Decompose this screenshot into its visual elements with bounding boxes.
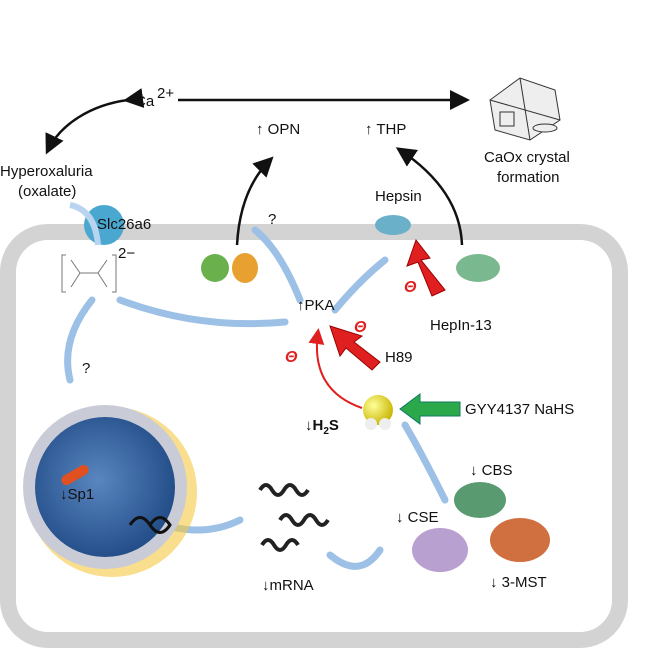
hyperoxaluria-label: Hyperoxaluria bbox=[0, 163, 93, 180]
hepin13-inhibitor-arrow bbox=[406, 238, 446, 297]
calcium-label: Ca bbox=[135, 93, 155, 110]
arrow-to-opn bbox=[235, 156, 274, 246]
caox-label-line2: formation bbox=[497, 169, 560, 186]
dna-icon bbox=[128, 516, 172, 534]
calcium-charge: 2+ bbox=[157, 85, 174, 102]
pka-label: ↑PKA bbox=[297, 297, 335, 314]
question-mark-nucleus: ? bbox=[82, 360, 90, 377]
h89-inhibitor-arrow bbox=[329, 325, 381, 371]
cbs-protein-icon bbox=[454, 482, 506, 518]
donors-label: GYY4137 NaHS bbox=[465, 401, 574, 418]
arrow-ca-hyperoxaluria bbox=[45, 88, 145, 155]
crystal-icon bbox=[489, 77, 561, 141]
flow-arrows bbox=[64, 226, 449, 570]
oxalate-label: (oxalate) bbox=[18, 183, 76, 200]
cell-membrane bbox=[0, 224, 628, 648]
question-mark-opn: ? bbox=[268, 211, 276, 228]
caox-label-line1: CaOx crystal bbox=[484, 149, 570, 166]
hepsin-label: Hepsin bbox=[375, 188, 422, 205]
cse-protein-icon bbox=[412, 528, 468, 572]
opn-label: ↑ OPN bbox=[256, 121, 300, 138]
thp-protein-icon bbox=[456, 254, 500, 282]
h2s-molecule-icon bbox=[363, 395, 393, 425]
mrna-icon bbox=[258, 483, 330, 552]
nucleus bbox=[35, 417, 175, 557]
oxalate-structure-icon bbox=[61, 254, 117, 293]
arrow-oxalate-uptake bbox=[69, 202, 101, 246]
hepin13-label: HepIn-13 bbox=[430, 317, 492, 334]
inhibit-symbol-hepsin: Θ bbox=[404, 279, 417, 296]
thp-label: ↑ THP bbox=[365, 121, 406, 138]
mst-label: ↓ 3-MST bbox=[490, 574, 547, 591]
transporter-label: Slc26a6 bbox=[97, 216, 151, 233]
sp1-label: ↓Sp1 bbox=[60, 486, 94, 503]
sp1-protein-icon bbox=[61, 465, 89, 485]
h89-label: H89 bbox=[385, 349, 413, 366]
oxalate-charge: 2− bbox=[118, 245, 135, 262]
arrow-to-thp bbox=[395, 147, 464, 246]
cse-label: ↓ CSE bbox=[396, 509, 439, 526]
h2s-inhibits-pka-arrow bbox=[308, 328, 363, 409]
hepsin-protein-icon bbox=[375, 215, 411, 235]
cbs-label: ↓ CBS bbox=[470, 462, 513, 479]
inhibit-symbol-h2s: Θ bbox=[285, 349, 298, 366]
opn-protein-icon bbox=[201, 253, 258, 283]
donor-arrow bbox=[399, 393, 461, 425]
mrna-label: ↓mRNA bbox=[262, 577, 314, 594]
h2s-label: ↓H2S bbox=[305, 417, 339, 437]
inhibit-symbol-pka: Θ bbox=[354, 319, 367, 336]
mst-protein-icon bbox=[490, 518, 550, 562]
